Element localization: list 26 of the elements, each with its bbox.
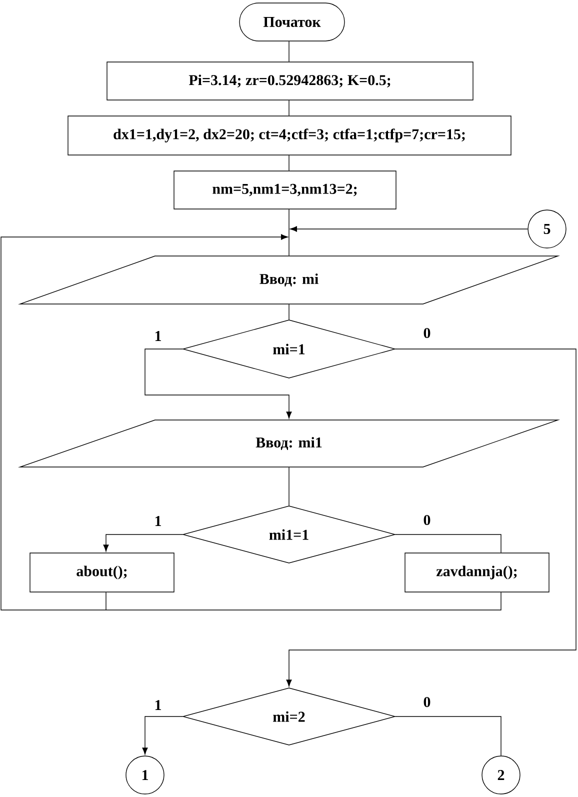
arrow [103, 534, 183, 552]
edge-label: 0 [422, 696, 432, 708]
edge-label: 1 [153, 699, 163, 711]
connector-line [288, 209, 290, 256]
connector-line [395, 534, 502, 553]
arrow [142, 716, 183, 755]
edge-label: 0 [422, 514, 432, 526]
process-box: dx1=1,dy1=2, dx2=20; ct=4;ctf=3; ctfa=1;ctfp=7;cr=15; [68, 116, 512, 156]
connector-line [288, 304, 290, 320]
terminator-box: Початок [239, 2, 345, 42]
connector-line [288, 467, 290, 506]
connector-line [288, 100, 290, 116]
connector-line [395, 716, 502, 756]
edge-label: 0 [422, 326, 432, 340]
connector-line [288, 155, 290, 171]
arrow [290, 226, 528, 232]
process-box: zavdannja(); [404, 552, 550, 592]
arrow [144, 348, 292, 419]
connector-line [288, 41, 290, 62]
edge-label: 1 [153, 515, 163, 527]
process-box: Pi=3.14; zr=0.52942863; K=0.5; [106, 62, 474, 100]
arrow [0, 234, 502, 610]
process-box: nm=5,nm1=3,nm13=2; [174, 170, 396, 210]
process-box: about(); [30, 552, 174, 592]
edge-label: 1 [153, 330, 163, 342]
arrow [286, 348, 576, 687]
